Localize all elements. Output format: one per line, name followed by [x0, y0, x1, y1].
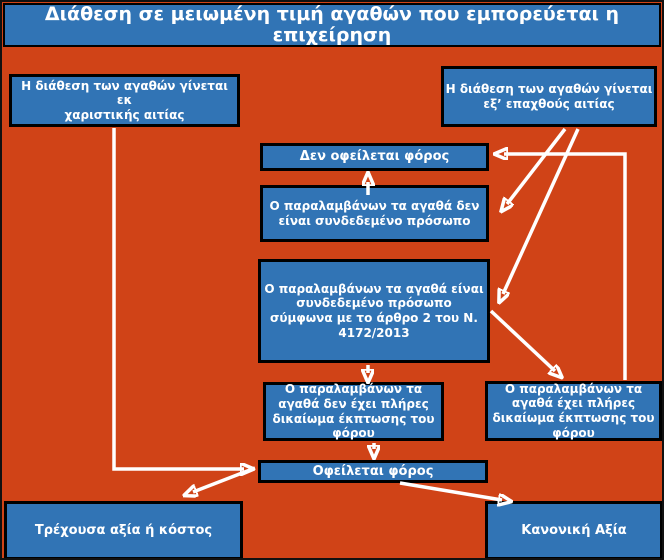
node-recipient-not-connected: Ο παραλαμβάνων τα αγαθά δεν είναι συνδεδ… — [260, 185, 489, 242]
node-recipient-connected: Ο παραλαμβάνων τα αγαθά είναι συνδεδεμέν… — [258, 259, 490, 363]
arrow-full-deduction-to-no-tax — [504, 154, 627, 380]
node-current-value-or-cost: Τρέχουσα αξία ή κόστος — [4, 501, 243, 558]
node-normal-value: Κανονική Αξία — [485, 501, 662, 558]
arrow-tax-due-to-current-value — [193, 466, 256, 492]
node-full-deduction-right: Ο παραλαμβάνων τα αγαθά έχει πλήρες δικα… — [485, 381, 662, 441]
diagram-title: Διάθεση σε μειωμένη τιμή αγαθών που εμπο… — [3, 3, 661, 47]
node-onerous-disposal: Η διάθεση των αγαθών γίνεται εξ’ επαχθού… — [441, 66, 657, 127]
arrow-tax-due-to-normal-value — [399, 481, 502, 500]
arrow-onerous-to-not-connected — [507, 127, 567, 204]
node-no-tax-due: Δεν οφείλεται φόρος — [260, 143, 489, 171]
node-no-full-deduction-right: Ο παραλαμβάνων τα αγαθά δεν έχει πλήρες … — [263, 382, 444, 441]
arrow-gratuitous-to-tax-due — [112, 128, 244, 469]
node-tax-due: Οφείλεται φόρος — [258, 460, 488, 483]
node-gratuitous-disposal: Η διάθεση των αγαθών γίνεται εκ χαριστικ… — [9, 74, 240, 127]
arrow-connected-to-full-deduction — [489, 309, 555, 371]
arrow-onerous-to-connected — [503, 128, 580, 294]
